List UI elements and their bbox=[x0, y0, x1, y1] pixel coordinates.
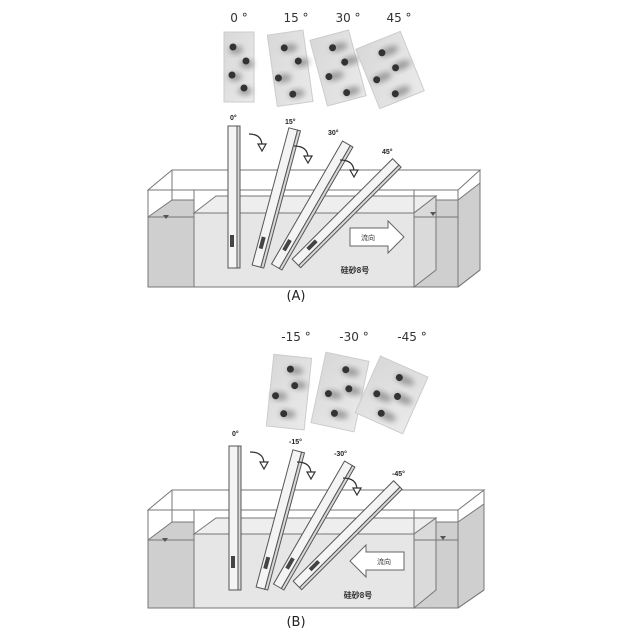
tube-angle-label: 0° bbox=[232, 430, 239, 438]
sand-label: 硅砂8号 bbox=[344, 590, 372, 600]
sand-label: 硅砂8号 bbox=[341, 265, 369, 275]
photo-0deg bbox=[224, 32, 254, 102]
panel-b: -15 ° -30 ° -45 ° bbox=[148, 330, 484, 630]
tube-angle-label: 45° bbox=[382, 148, 393, 156]
photo-minus30deg bbox=[311, 352, 369, 432]
photo-45deg bbox=[356, 31, 424, 108]
tube-angle-label: -30° bbox=[334, 450, 347, 458]
flow-label: 流向 bbox=[361, 233, 375, 242]
photo-minus15deg bbox=[266, 354, 311, 430]
tube-0deg bbox=[229, 446, 241, 590]
panel-a: 0 ° 15 ° 30 ° 45 ° bbox=[148, 11, 480, 304]
tube-angle-label: 15° bbox=[285, 118, 296, 126]
photo-angle-label: 15 ° bbox=[283, 11, 308, 25]
photo-angle-label: -30 ° bbox=[339, 330, 368, 344]
photo-angle-label: 0 ° bbox=[230, 11, 247, 25]
tube-angle-label: 30° bbox=[328, 129, 339, 137]
tube-angle-label: 0° bbox=[230, 114, 237, 122]
photo-angle-label: 45 ° bbox=[386, 11, 411, 25]
tube-angle-label: -15° bbox=[289, 438, 302, 446]
flume-tank bbox=[148, 170, 480, 287]
tube-angle-label: -45° bbox=[392, 470, 405, 478]
panel-label: (A) bbox=[286, 289, 305, 304]
photo-angle-label: -15 ° bbox=[281, 330, 310, 344]
photo-angle-label: -45 ° bbox=[397, 330, 426, 344]
photo-30deg bbox=[310, 29, 369, 106]
panel-label: (B) bbox=[286, 615, 305, 630]
tube-0deg bbox=[228, 126, 240, 268]
flow-label: 流向 bbox=[377, 557, 391, 566]
flume-tank bbox=[148, 490, 484, 608]
photo-15deg bbox=[267, 30, 315, 107]
photo-angle-label: 30 ° bbox=[335, 11, 360, 25]
